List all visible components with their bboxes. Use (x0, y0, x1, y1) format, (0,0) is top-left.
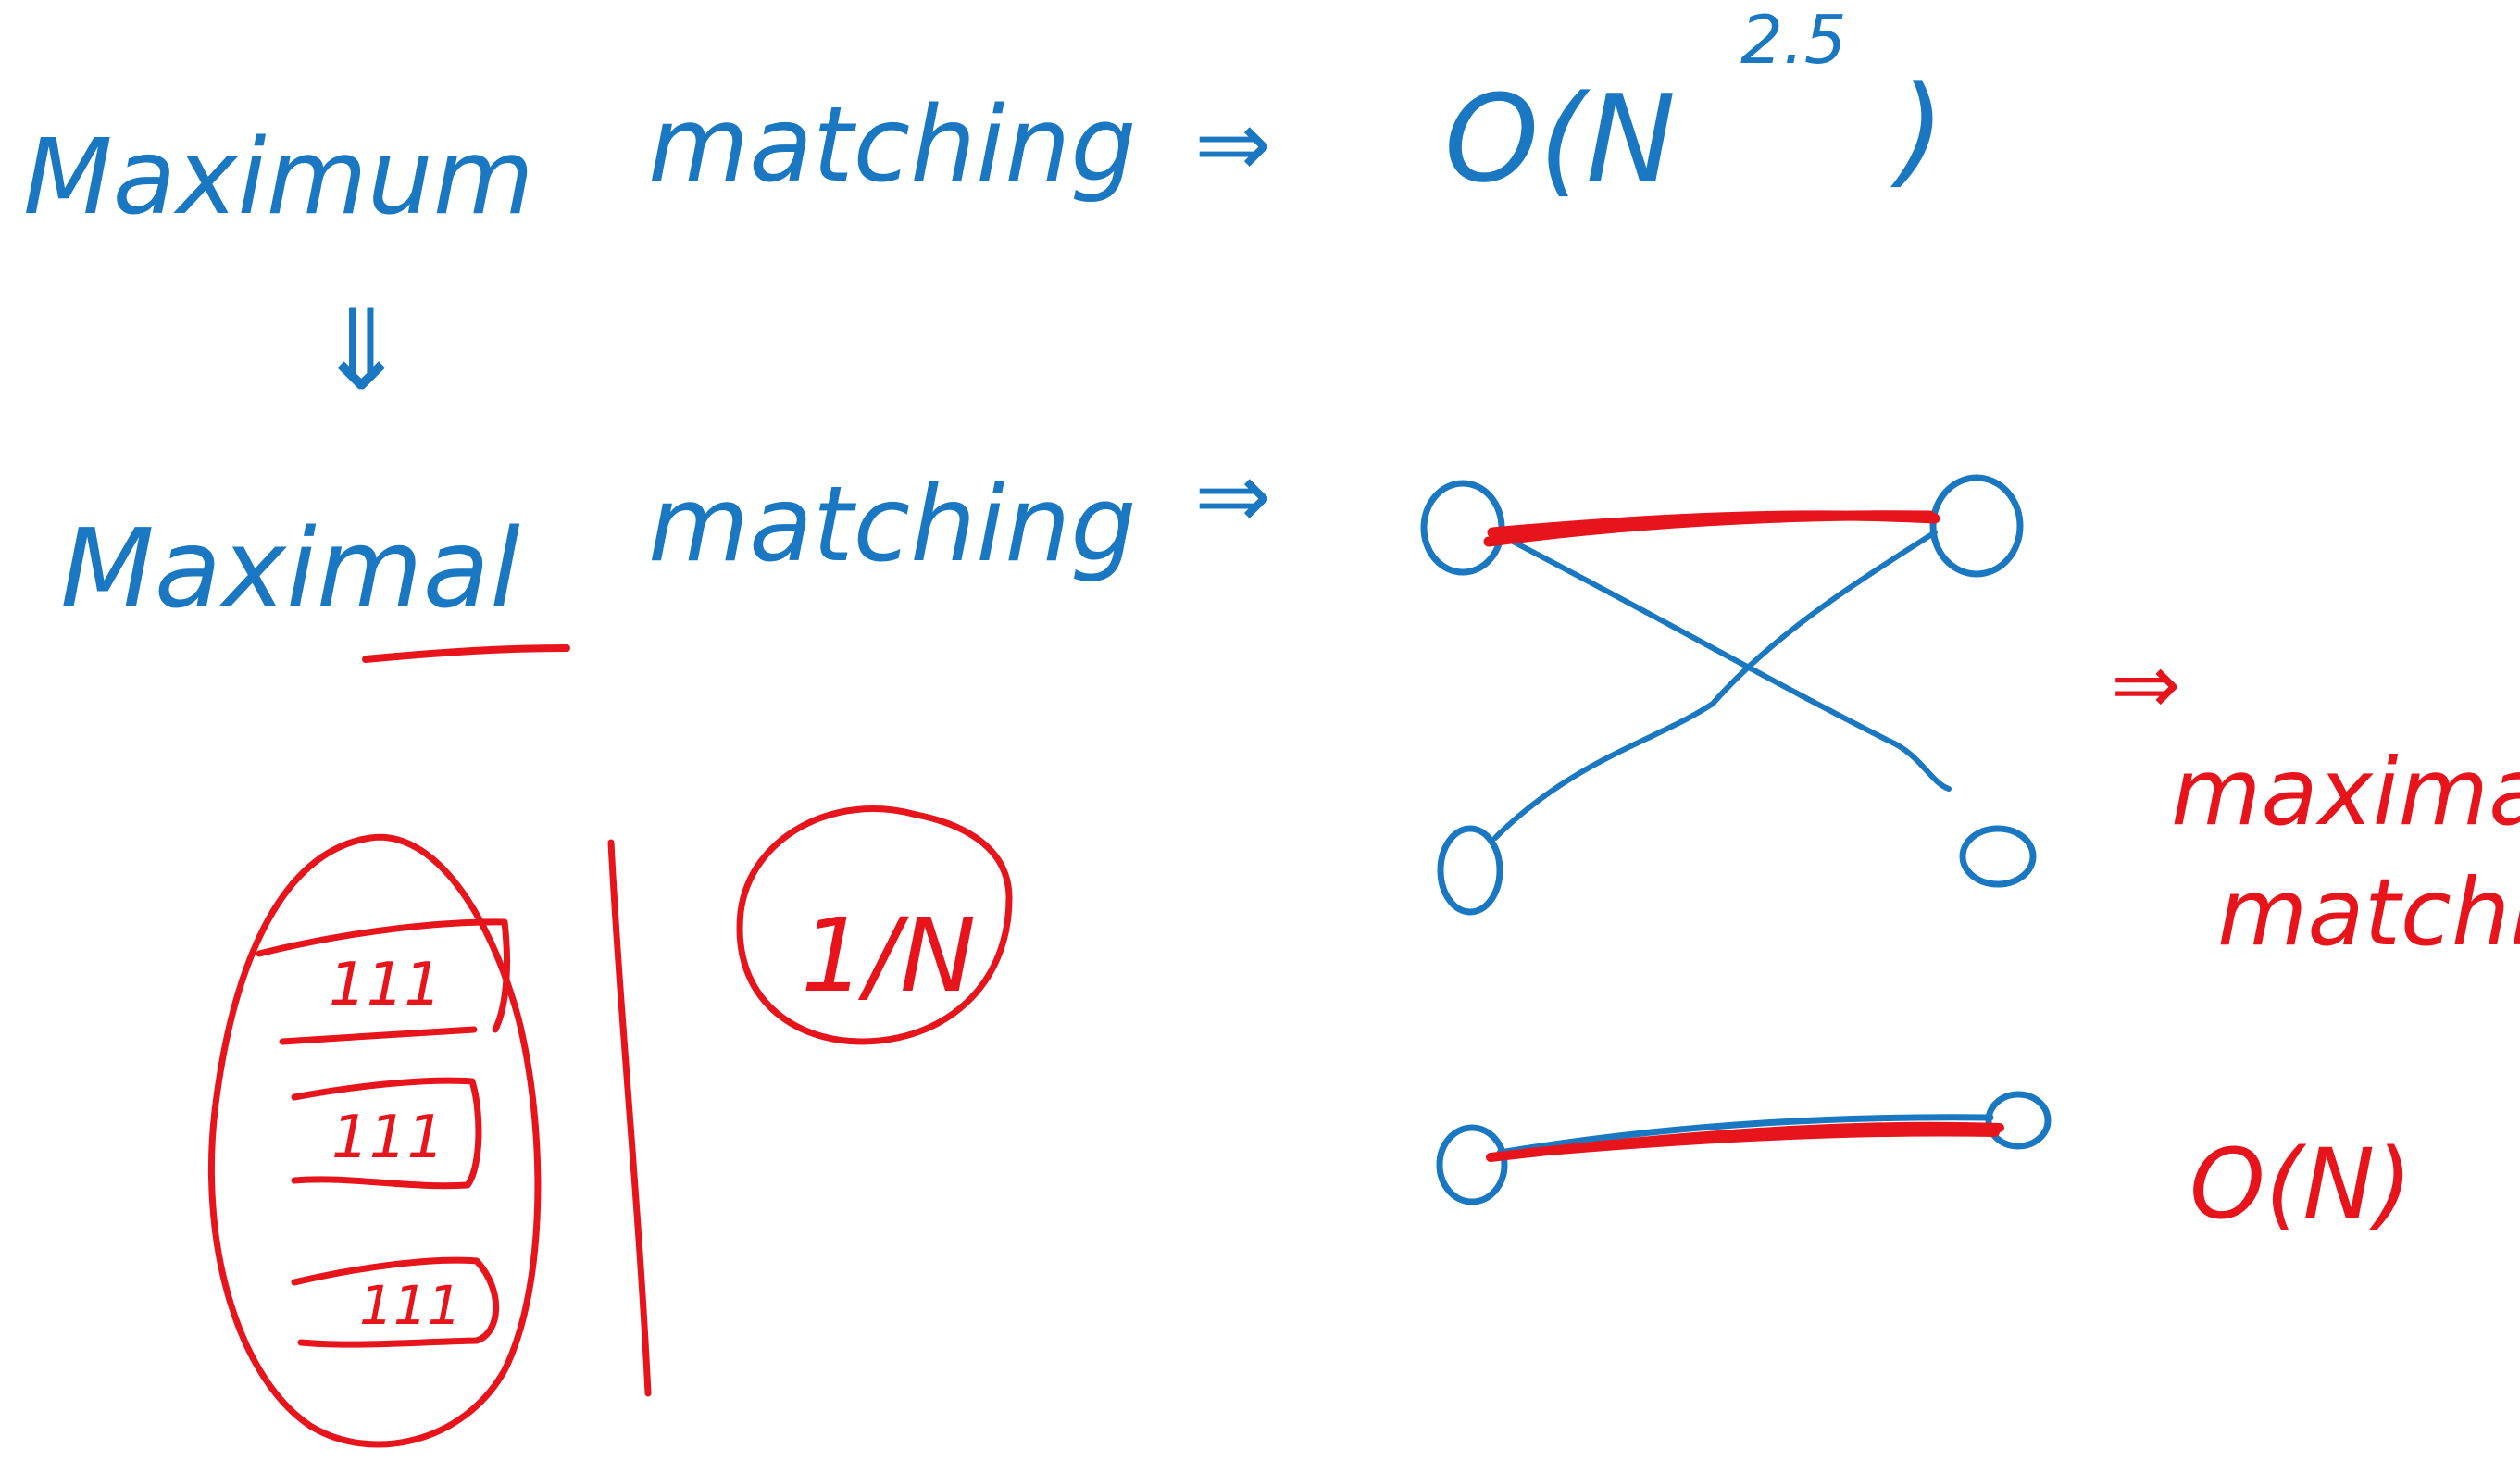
single-edge-node-left (1436, 1124, 1508, 1205)
fraction-text: 1/N (801, 896, 976, 1015)
maximal-label-red: maximal (2171, 738, 2520, 846)
graph-edge-cross-1 (1492, 530, 1952, 792)
matching-label-top: matching (648, 85, 1136, 206)
complexity-close-paren: ) (1890, 59, 1945, 200)
stack-row-1-box (256, 918, 510, 1045)
circled-fraction: 1/N (736, 805, 1013, 1045)
stack-row-3-value: 111 (359, 1274, 462, 1337)
stack-row-1-value: 111 (329, 951, 442, 1019)
stack-oval-outline (207, 833, 542, 1448)
complexity-exponent: 2.5 (1740, 1, 1847, 79)
implies-arrow-top: ⇒ (1194, 90, 1272, 198)
fraction-circle (736, 805, 1013, 1045)
matching-label-second: matching (648, 465, 1136, 585)
complexity-maximal: O(N) (2189, 1128, 2413, 1241)
graph-node-left-top (1420, 480, 1505, 576)
red-stack-sketch: 111 111 111 (207, 833, 542, 1448)
down-arrow: ⇓ (315, 287, 408, 416)
graph-node-right-top (1929, 474, 2024, 578)
bipartite-graph (1420, 474, 2037, 916)
single-edge-graph (1436, 1091, 2052, 1205)
single-edge-red (1486, 1121, 2004, 1162)
maximum-label: Maximum (23, 118, 534, 238)
divider-line (607, 839, 652, 1397)
graph-edge-cross-2 (1492, 530, 1938, 841)
graph-node-left-bottom (1437, 825, 1503, 916)
single-edge-blue (1496, 1114, 1994, 1156)
implies-arrow-second: ⇒ (1194, 442, 1272, 550)
stack-row-2-value: 111 (331, 1104, 444, 1172)
complexity-maximum: O(N (1444, 69, 1676, 209)
graph-matched-edge (1483, 510, 1940, 547)
maximal-underline (362, 644, 570, 663)
stack-row-3-box (291, 1256, 500, 1348)
graph-node-right-bottom (1959, 825, 2037, 888)
maximal-label: Maximal (60, 505, 520, 632)
stack-row-2-box (291, 1077, 482, 1190)
single-edge-node-right (1985, 1091, 2052, 1150)
matching-label-red: matching (2217, 858, 2520, 967)
implies-arrow-right: ⇒ (2111, 636, 2180, 733)
